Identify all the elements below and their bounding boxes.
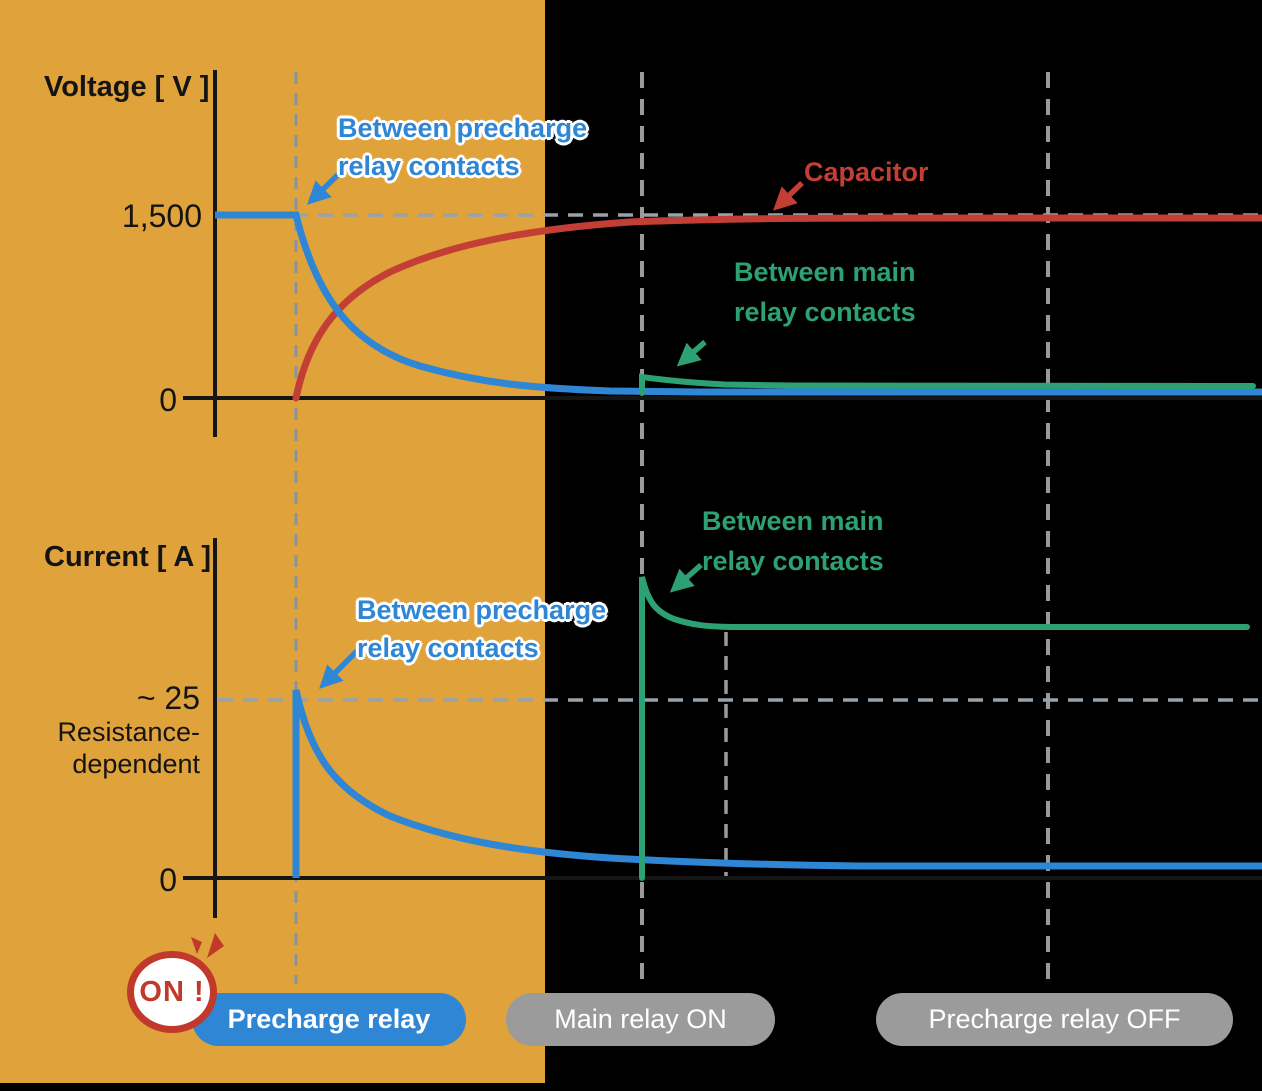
current-tick-0: 0 [159,862,177,898]
voltage-axis-title: Voltage [ V ] [44,71,210,103]
arrow-capacitor-icon [772,181,804,211]
current-precharge-label-line1: Between precharge [357,595,607,625]
current-axes [183,538,1262,918]
main-contacts-voltage-curve [639,373,1256,396]
voltage-main-label-line2: relay contacts [734,297,916,327]
resistance-note: Resistance- dependent [30,716,200,780]
main-contacts-current-curve [639,576,1250,881]
phase-pill-precharge-relay-off: Precharge relay OFF [876,993,1233,1046]
precharge-contacts-voltage-curve [215,211,1262,396]
spark-small-icon [191,937,202,954]
current-precharge-label: Between precharge relay contacts [357,591,606,667]
voltage-axes [183,70,1262,437]
precharge-phase-background [0,0,545,1083]
voltage-main-label: Between main relay contacts [734,252,916,332]
voltage-precharge-label-line2: relay contacts [338,151,520,181]
current-precharge-label-line2: relay contacts [357,633,539,663]
arrow-current-precharge-icon [319,649,359,689]
current-main-label-line1: Between main [702,506,884,536]
spark-large-icon [207,933,224,958]
voltage-main-label-line1: Between main [734,257,916,287]
capacitor-label: Capacitor [804,157,929,187]
on-badge-text: ON ! [139,975,205,1008]
on-badge: ON ! [127,951,217,1033]
current-main-label-line2: relay contacts [702,546,884,576]
resistance-note-line1: Resistance- [57,717,200,747]
arrow-current-main-icon [669,562,703,593]
arrow-voltage-precharge-icon [307,164,349,205]
capacitor-voltage-curve [292,214,1262,402]
phase-pill-main-relay-on: Main relay ON [506,993,775,1046]
voltage-tick-1500: 1,500 [121,198,202,234]
voltage-precharge-label-line1: Between precharge [338,113,588,143]
precharge-contacts-current-curve [292,689,1262,878]
voltage-precharge-label: Between precharge relay contacts [338,109,587,185]
current-main-label: Between main relay contacts [702,501,884,581]
current-tick-25: ~ 25 [136,680,200,716]
phase-pill-precharge-relay: Precharge relay [192,993,466,1046]
current-axis-title: Current [ A ] [44,541,212,573]
voltage-tick-0: 0 [159,382,177,418]
resistance-note-line2: dependent [72,749,200,779]
arrow-voltage-main-icon [676,339,707,367]
